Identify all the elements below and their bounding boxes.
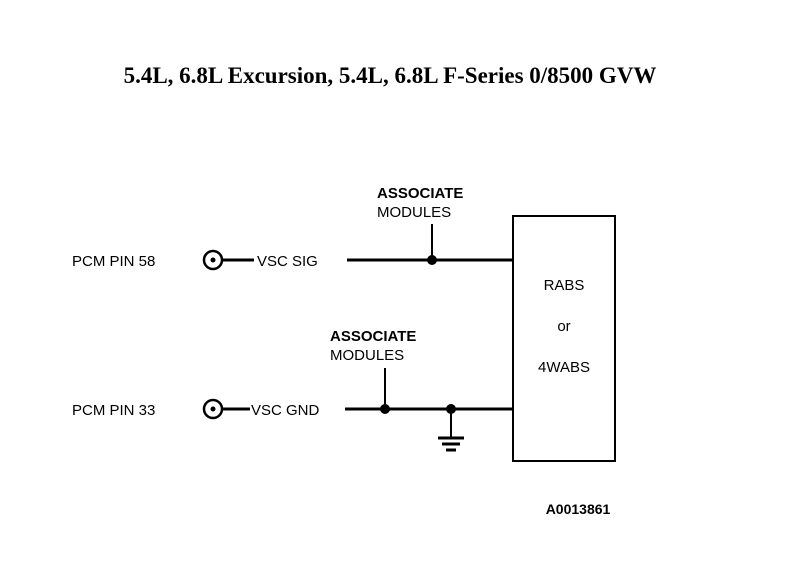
module-line-1: RABS — [544, 277, 585, 294]
pcm-pin-33-label: PCM PIN 33 — [72, 402, 155, 419]
page-title: 5.4L, 6.8L Excursion, 5.4L, 6.8L F-Serie… — [124, 63, 657, 88]
modules-label-2: MODULES — [330, 347, 404, 364]
module-line-2: or — [557, 318, 570, 335]
splice-dot-1 — [427, 255, 437, 265]
ground-icon — [438, 436, 464, 452]
pcm-pin-58-label: PCM PIN 58 — [72, 253, 155, 270]
figure-reference-code: A0013861 — [546, 501, 611, 517]
vsc-sig-label: VSC SIG — [257, 253, 318, 270]
associate-label-1: ASSOCIATE — [377, 185, 463, 202]
associate-label-2: ASSOCIATE — [330, 328, 416, 345]
connector-pin-33-icon — [202, 398, 224, 420]
splice-dot-2 — [380, 404, 390, 414]
modules-label-1: MODULES — [377, 204, 451, 221]
rabs-4wabs-module-box — [512, 215, 616, 462]
connector-pin-58-icon — [202, 249, 224, 271]
vsc-gnd-label: VSC GND — [251, 402, 320, 419]
module-line-3: 4WABS — [538, 359, 590, 376]
